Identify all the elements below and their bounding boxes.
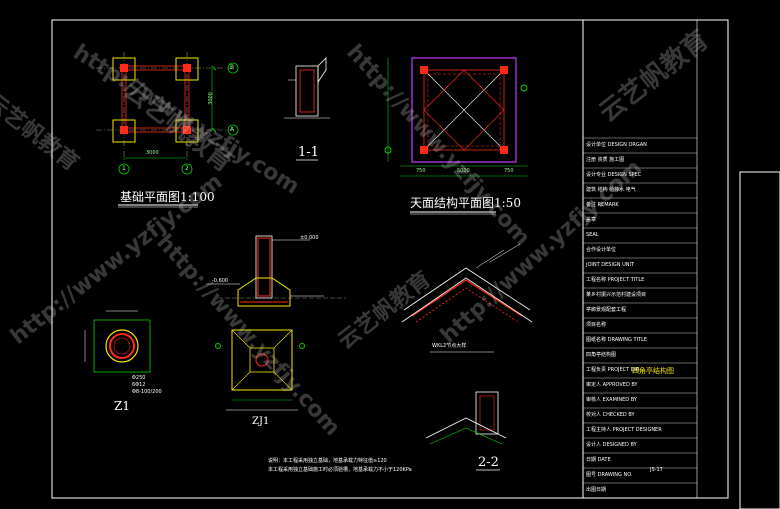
z1-spec-diameter: Φ250 <box>132 375 146 381</box>
wkl2-detail <box>401 243 533 353</box>
axis-bubble-label: B <box>230 64 235 71</box>
section-1-1-title: 1-1 <box>298 145 319 160</box>
title-block-row: 日期 DATE <box>586 457 611 463</box>
design-note-1: 说明：本工程采用独立基础，地基承载力特征值≥120 <box>268 458 387 464</box>
elevation-label: ±0.000 <box>300 235 319 241</box>
title-block-row: 工程名称 PROJECT TITLE <box>586 277 645 283</box>
title-block-grid <box>583 137 697 499</box>
title-block-row: 工程主持人 PROJECT DESIGNER <box>586 427 662 433</box>
dimension-label: 3000 <box>146 150 159 156</box>
z1-spec-bars: 6Φ12 <box>132 382 146 388</box>
dimension-label: 750 <box>504 168 514 174</box>
column-z1-section <box>84 310 151 373</box>
title-block-row: 校对人 CHECKED BY <box>586 412 635 418</box>
axis-bubble-label: 2 <box>185 165 189 172</box>
sheet-number-value: JS-17 <box>650 467 663 473</box>
drawing-title-value: 四角亭结构图 <box>632 367 674 375</box>
title-block-row: 出图日期 <box>586 487 607 493</box>
z1-spec-stirrups: Φ8-100/200 <box>132 389 162 395</box>
foundation-plan-title: 基础平面图1:100 <box>120 190 215 204</box>
title-block-row: 盖章 <box>586 217 597 223</box>
design-note-2: 本工程采用独立基础施工时必须验槽，地基承载力不小于120KPa <box>268 467 412 473</box>
title-block-row: 设计单位 DESIGN ORGAN <box>586 142 647 148</box>
footing-zj1-plan <box>215 329 305 411</box>
dimension-label: 5000 <box>457 168 470 174</box>
axis-bubble-label: 1 <box>122 165 126 172</box>
roof-plan <box>384 57 528 215</box>
elevation-label: -0.600 <box>212 278 229 284</box>
title-block-row: 审核人 EXAMINED BY <box>586 397 637 403</box>
title-block-row: 四角亭结构图 <box>586 352 617 358</box>
title-block-row: 注册 资质 施工图 <box>586 157 625 163</box>
title-block-row: 某乡村振兴示范村建设项目 <box>586 292 647 298</box>
foundation-plan <box>96 52 239 208</box>
title-block-row: JOINT DESIGN UNIT <box>586 262 635 268</box>
adjacent-sheet-frame <box>739 171 780 509</box>
title-block-row: 建筑 结构 给排水 电气 <box>586 187 636 193</box>
section-2-2 <box>425 391 507 471</box>
section-1-1 <box>284 57 330 161</box>
section-2-2-title: 2-2 <box>478 455 499 470</box>
dimension-label: 3000 <box>207 92 214 105</box>
title-block-row: 合作设计单位 <box>586 247 617 253</box>
footing-zj1-title: ZJ1 <box>252 416 270 427</box>
title-block-row: 备注 REMARK <box>586 202 619 208</box>
title-block-row: 审定人 APPROVED BY <box>586 382 638 388</box>
title-block-row: 设计专业 DESIGN SPEC <box>586 172 642 178</box>
title-block-row: 设计人 DESIGNED BY <box>586 442 637 448</box>
wkl2-detail-label: WKL2节点大样 <box>432 343 467 349</box>
column-z1-title: Z1 <box>114 399 130 413</box>
title-block-row: 图纸名称 DRAWING TITLE <box>586 337 648 343</box>
roof-plan-title: 天面结构平面图1:50 <box>410 196 521 210</box>
footing-zj1-section <box>206 235 346 307</box>
title-block-row: 项目名称 <box>586 322 607 328</box>
title-block-row: SEAL <box>586 232 599 238</box>
axis-bubble-label: A <box>230 126 235 133</box>
title-block-row: 图号 DRAWING NO. <box>586 472 633 478</box>
title-block-row: 工程负责 PROJECT DIR <box>586 367 640 373</box>
title-block-row: 亭廊景观配套工程 <box>586 307 627 313</box>
dimension-label: 750 <box>416 168 426 174</box>
